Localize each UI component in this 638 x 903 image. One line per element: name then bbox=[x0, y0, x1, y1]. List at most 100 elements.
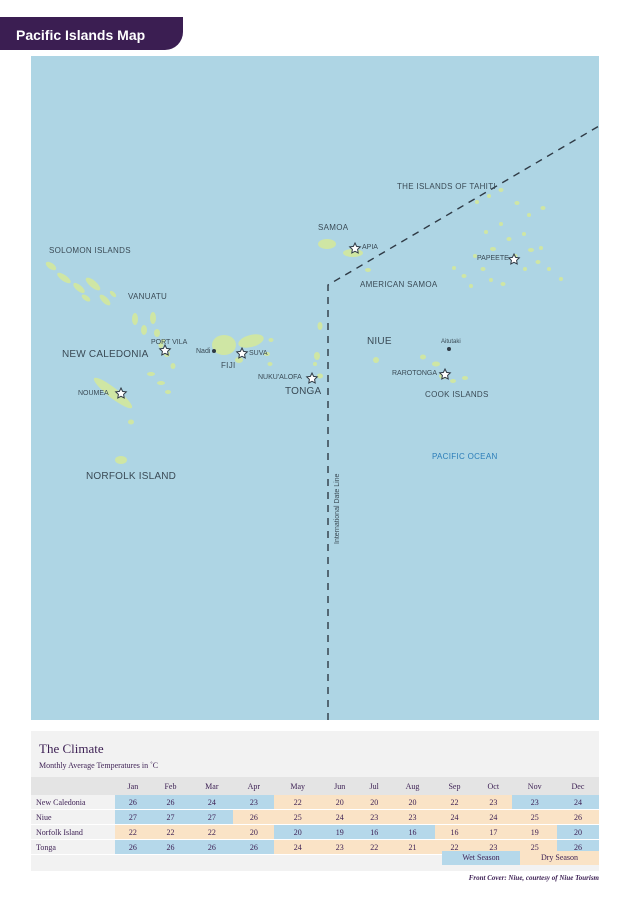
cover-credit: Front Cover: Niue, courtesy of Niue Tour… bbox=[468, 874, 599, 882]
temperature-cell: 25 bbox=[512, 809, 557, 825]
temperature-cell: 22 bbox=[190, 824, 234, 840]
temperature-cell: 20 bbox=[390, 795, 435, 810]
temperature-cell: 23 bbox=[321, 839, 359, 855]
temperature-cell: 20 bbox=[556, 824, 599, 840]
label-fiji: FIJI bbox=[221, 361, 236, 370]
temperature-cell: 22 bbox=[150, 824, 191, 840]
temperature-table: Jan Feb Mar Apr May Jun Jul Aug Sep Oct … bbox=[31, 777, 599, 855]
temperature-cell: 27 bbox=[150, 809, 191, 825]
star-papeete bbox=[507, 252, 521, 265]
label-new-caledonia: NEW CALEDONIA bbox=[62, 349, 149, 360]
temperature-cell: 16 bbox=[358, 824, 391, 840]
temperature-cell: 24 bbox=[321, 809, 359, 825]
temperature-cell: 24 bbox=[434, 809, 475, 825]
label-samoa: SAMOA bbox=[318, 223, 349, 232]
temperature-cell: 26 bbox=[115, 795, 151, 810]
star-noumea bbox=[114, 386, 128, 399]
temperature-cell: 27 bbox=[190, 809, 234, 825]
header-month: Aug bbox=[390, 777, 435, 795]
star-suva bbox=[235, 346, 249, 359]
label-vanuatu: VANUATU bbox=[128, 292, 168, 301]
temperature-cell: 17 bbox=[474, 824, 513, 840]
temperature-cell: 24 bbox=[274, 839, 322, 855]
aitutaki-dot bbox=[447, 347, 451, 351]
header-month: Oct bbox=[474, 777, 513, 795]
temperature-cell: 22 bbox=[434, 795, 475, 810]
label-noumea: NOUMEA bbox=[78, 390, 109, 397]
temperature-cell: 23 bbox=[512, 795, 557, 810]
temperature-cell: 22 bbox=[274, 795, 322, 810]
row-location: Tonga bbox=[31, 839, 115, 855]
label-pacific-ocean: PACIFIC OCEAN bbox=[432, 452, 498, 461]
temperature-cell: 20 bbox=[321, 795, 359, 810]
legend-dry-season: Dry Season bbox=[520, 851, 599, 865]
climate-subtitle: Monthly Average Temperatures in ˚C bbox=[39, 761, 159, 770]
table-header-blank bbox=[31, 777, 115, 795]
label-date-line: International Date Line bbox=[334, 473, 341, 544]
temperature-cell: 22 bbox=[115, 824, 151, 840]
header-month: Jun bbox=[321, 777, 359, 795]
header-month: Jan bbox=[115, 777, 151, 795]
temperature-cell: 19 bbox=[321, 824, 359, 840]
label-tahiti-islands: THE ISLANDS OF TAHITI bbox=[397, 182, 496, 191]
temperature-cell: 26 bbox=[150, 795, 191, 810]
temperature-cell: 26 bbox=[233, 809, 275, 825]
label-papeete: PAPEETE bbox=[477, 255, 509, 262]
label-nukualofa: NUKU'ALOFA bbox=[258, 374, 302, 381]
star-port-vila bbox=[158, 343, 172, 356]
temperature-cell: 25 bbox=[274, 809, 322, 825]
label-solomon-islands: SOLOMON ISLANDS bbox=[49, 246, 131, 255]
temperature-cell: 26 bbox=[150, 839, 191, 855]
header-month: Sep bbox=[434, 777, 475, 795]
temperature-cell: 20 bbox=[274, 824, 322, 840]
label-cook-islands: COOK ISLANDS bbox=[425, 390, 489, 399]
label-norfolk-island: NORFOLK ISLAND bbox=[86, 471, 177, 482]
temperature-cell: 23 bbox=[474, 795, 513, 810]
header-month: Jul bbox=[358, 777, 391, 795]
temperature-cell: 16 bbox=[390, 824, 435, 840]
row-location: Norfolk Island bbox=[31, 824, 115, 840]
pacific-map: THE ISLANDS OF TAHITI SAMOA APIA PAPEETE… bbox=[31, 56, 599, 720]
temperature-cell: 21 bbox=[390, 839, 435, 855]
label-aitutaki: Aitutaki bbox=[441, 339, 461, 345]
label-nadi: Nadi bbox=[196, 348, 211, 355]
header-month: Apr bbox=[233, 777, 275, 795]
header-month: Mar bbox=[190, 777, 234, 795]
star-apia bbox=[348, 241, 362, 254]
label-port-vila: PORT VILA bbox=[151, 339, 188, 346]
land-masses bbox=[45, 188, 563, 464]
header-month: Feb bbox=[150, 777, 191, 795]
temperature-cell: 26 bbox=[556, 809, 599, 825]
label-apia: APIA bbox=[362, 244, 378, 251]
star-rarotonga bbox=[438, 367, 452, 380]
row-location: New Caledonia bbox=[31, 795, 115, 810]
nadi-dot bbox=[212, 349, 216, 353]
capital-stars bbox=[114, 241, 521, 399]
temperature-cell: 27 bbox=[115, 809, 151, 825]
temperature-cell: 16 bbox=[434, 824, 475, 840]
temperature-cell: 20 bbox=[358, 795, 391, 810]
climate-panel: The Climate Monthly Average Temperatures… bbox=[31, 731, 599, 871]
date-line-path bbox=[327, 125, 599, 720]
map-graphic bbox=[45, 125, 599, 720]
legend-wet-season: Wet Season bbox=[442, 851, 520, 865]
label-tonga: TONGA bbox=[285, 386, 322, 397]
star-nukualofa bbox=[305, 371, 319, 384]
label-rarotonga: RAROTONGA bbox=[392, 370, 437, 377]
label-american-samoa: AMERICAN SAMOA bbox=[360, 280, 438, 289]
temperature-cell: 20 bbox=[233, 824, 275, 840]
header-month: May bbox=[274, 777, 322, 795]
temperature-cell: 23 bbox=[358, 809, 391, 825]
table-header-row: Jan Feb Mar Apr May Jun Jul Aug Sep Oct … bbox=[31, 777, 599, 795]
row-location: Niue bbox=[31, 809, 115, 825]
temperature-cell: 26 bbox=[233, 839, 275, 855]
page-title: Pacific Islands Map bbox=[0, 17, 183, 50]
temperature-cell: 19 bbox=[512, 824, 557, 840]
temperature-cell: 23 bbox=[233, 795, 275, 810]
label-niue: NIUE bbox=[367, 336, 392, 347]
temperature-cell: 26 bbox=[115, 839, 151, 855]
